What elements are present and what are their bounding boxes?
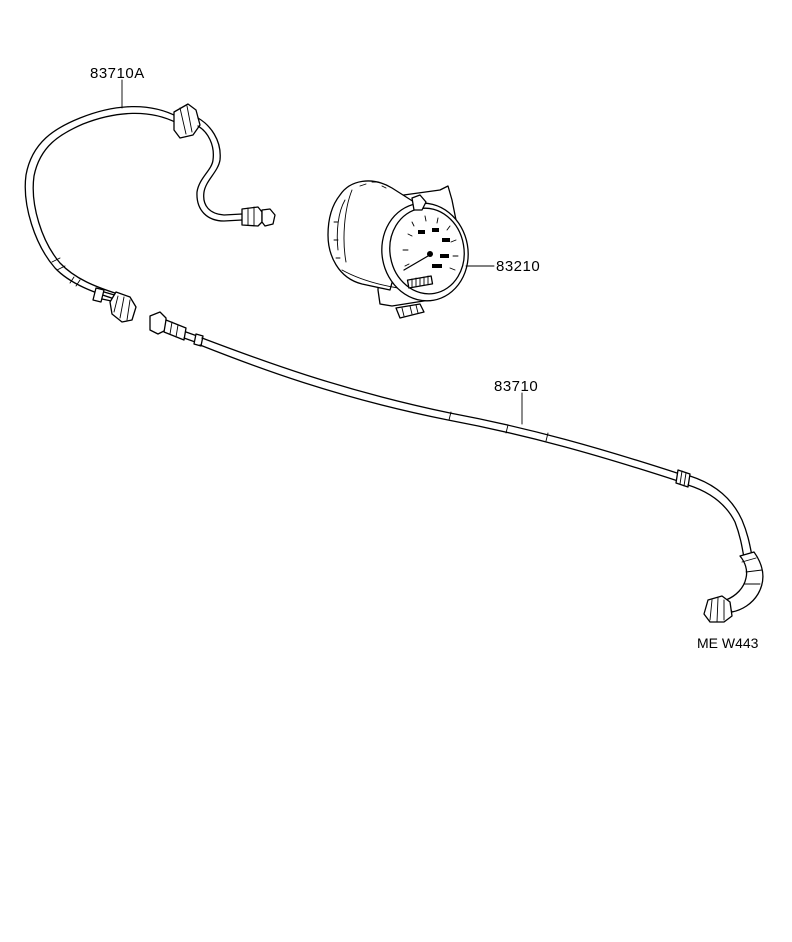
lower-cable-83710	[149, 311, 764, 623]
label-83710a: 83710A	[90, 65, 145, 82]
speedometer-83210	[327, 180, 469, 319]
drawing-code: ME W443	[697, 635, 759, 651]
label-83710: 83710	[494, 378, 538, 395]
label-83210: 83210	[496, 258, 540, 275]
leader-lines	[121, 79, 523, 425]
upper-cable-83710a	[24, 103, 276, 323]
